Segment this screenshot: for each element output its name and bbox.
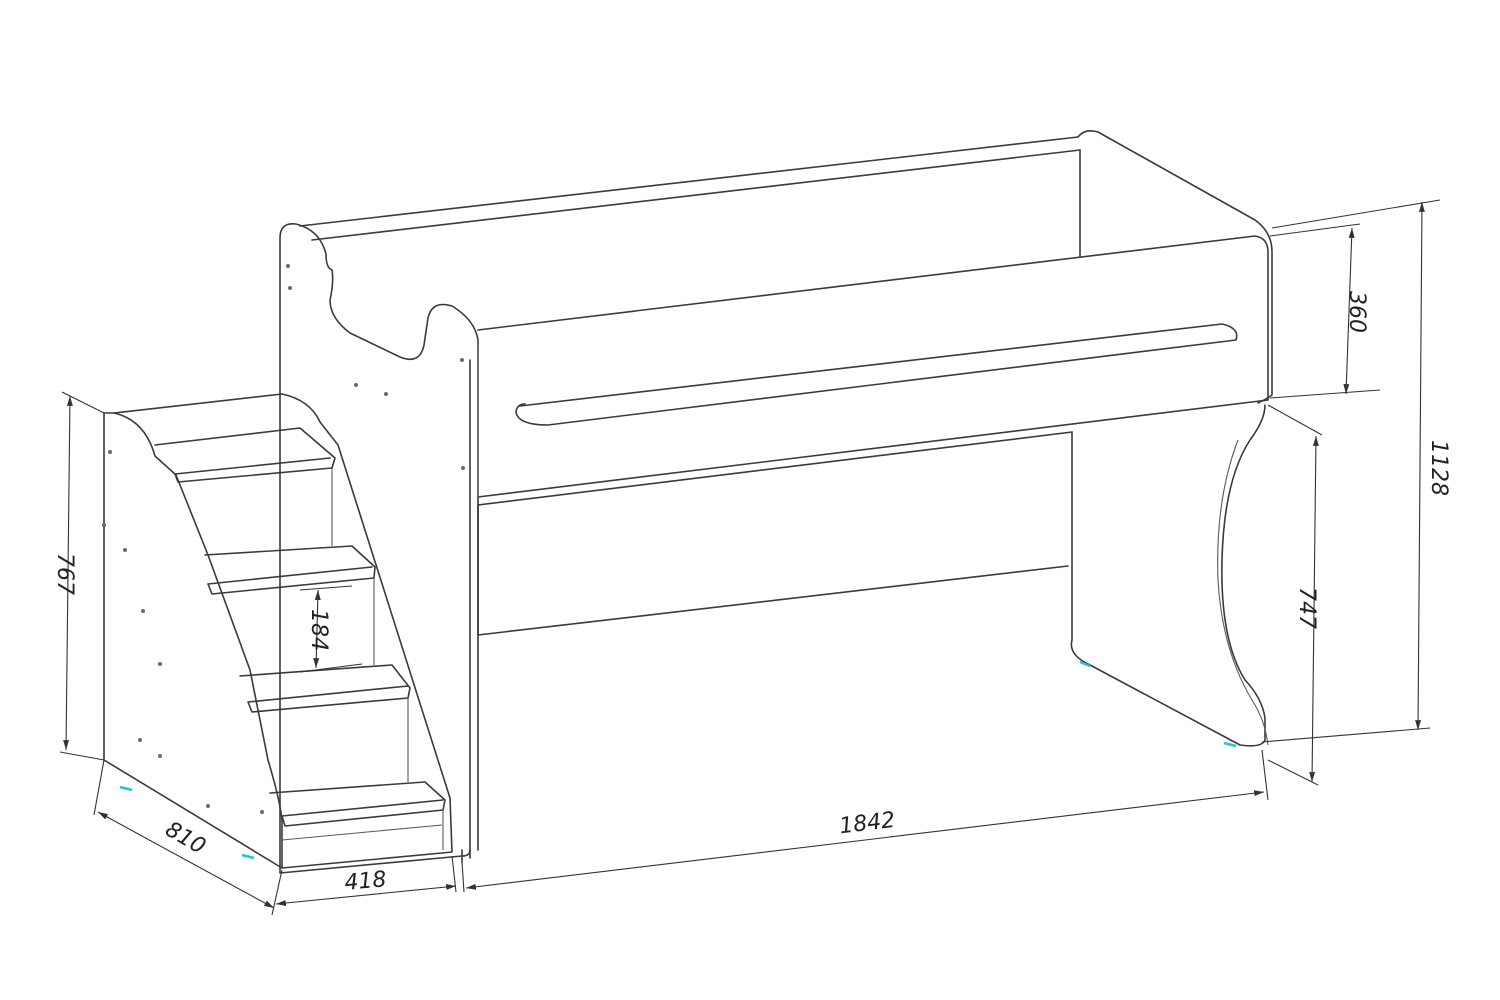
dimension-rail-height: 360	[1269, 223, 1381, 399]
dim-total-height-label: 1128	[1426, 440, 1451, 496]
shelf-board	[515, 323, 1238, 426]
dim-total-length-label: 1842	[838, 808, 897, 839]
front-lower-board	[477, 431, 1073, 636]
stair-step-2	[204, 545, 376, 595]
dimension-total-height: 1128	[1261, 199, 1451, 743]
right-head-panel	[1077, 130, 1273, 404]
dimension-stair-width: 418	[275, 855, 457, 906]
dim-under-bed-label: 747	[1294, 587, 1319, 629]
dimension-stair-height: 767	[52, 391, 105, 761]
screw-dots	[102, 264, 465, 814]
stair-inner-stringer	[113, 412, 283, 869]
stair-step-3	[239, 664, 411, 713]
dim-rail-height-label: 360	[1344, 291, 1369, 333]
dimension-step-rise: 184	[299, 585, 363, 673]
back-rail	[299, 136, 1081, 241]
bed-frame	[279, 130, 1273, 874]
front-rail	[477, 235, 1269, 498]
dim-stair-height-label: 767	[52, 553, 77, 595]
left-head-panel	[279, 222, 479, 874]
floor-markers	[119, 660, 1237, 860]
stair-step-1	[154, 427, 336, 483]
stair-side-panel	[103, 393, 453, 869]
dimension-stair-depth: 810	[93, 759, 283, 916]
stair-step-4	[269, 781, 446, 827]
dimension-total-length: 1842	[461, 749, 1269, 893]
staircase	[103, 393, 453, 869]
right-leg-panel	[1070, 404, 1266, 747]
dim-step-rise-label: 184	[306, 609, 331, 651]
dimension-under-bed: 747	[1267, 404, 1323, 786]
dim-stair-depth-label: 810	[161, 817, 210, 860]
dim-stair-width-label: 418	[343, 867, 387, 896]
